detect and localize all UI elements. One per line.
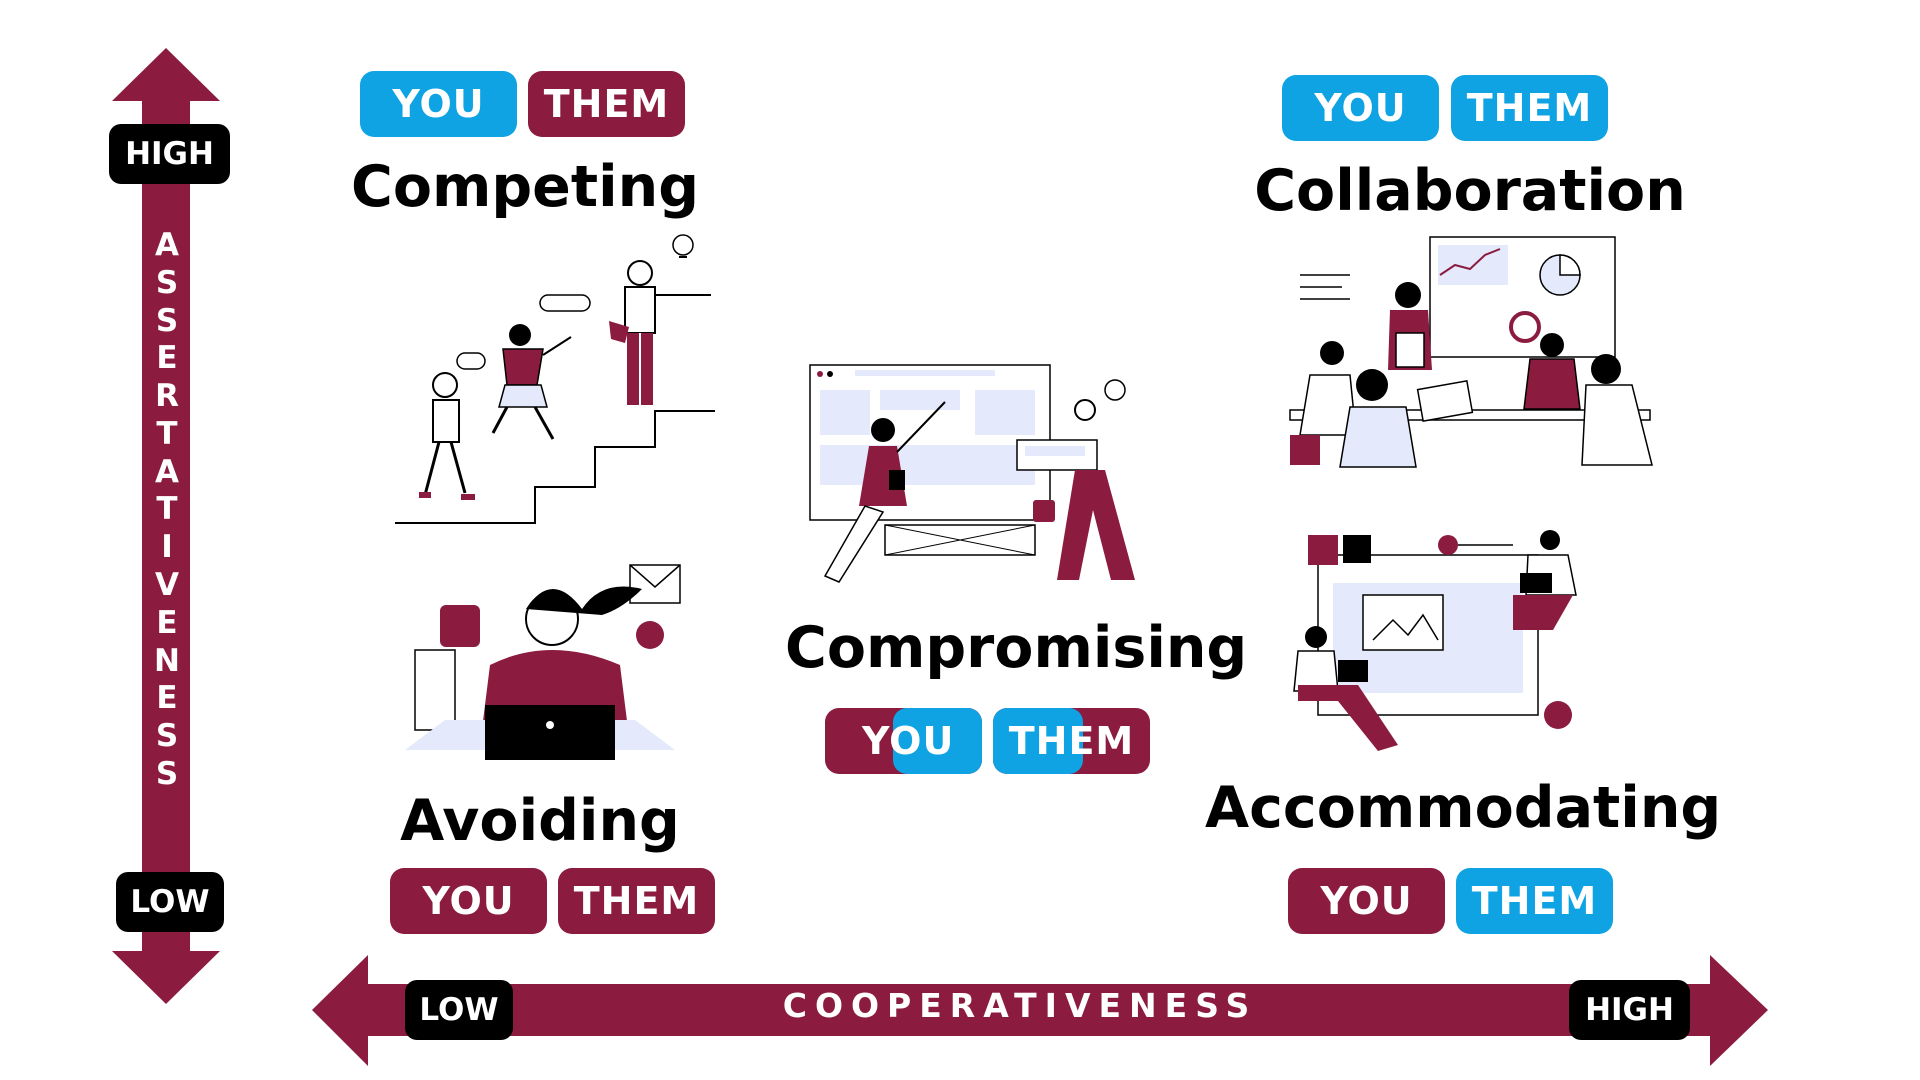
avoiding-title: Avoiding <box>380 788 700 854</box>
compromising-you-pill: YOU <box>825 708 982 774</box>
compromising-them-pill: THEM <box>993 708 1150 774</box>
website-builders-illustration <box>805 360 1165 600</box>
competing-title: Competing <box>350 154 700 220</box>
accommodating-title: Accommodating <box>1205 775 1665 841</box>
collaboration-you-pill: YOU <box>1282 75 1439 141</box>
accommodating-them-pill: THEM <box>1456 868 1613 934</box>
collaboration-title: Collaboration <box>1250 158 1690 224</box>
avoiding-them-pill: THEM <box>558 868 715 934</box>
cooperativeness-axis-label: COOPERATIVENESS <box>700 986 1340 1025</box>
competing-them-pill: THEM <box>528 71 685 137</box>
staircase-race-illustration <box>395 225 725 525</box>
cooperativeness-low-tag: LOW <box>405 980 513 1040</box>
compromising-title: Compromising <box>785 615 1205 681</box>
competing-you-pill: YOU <box>360 71 517 137</box>
accommodating-you-pill: YOU <box>1288 868 1445 934</box>
remote-desk-illustration <box>1268 525 1628 760</box>
stressed-laptop-illustration <box>410 555 700 765</box>
collaboration-them-pill: THEM <box>1451 75 1608 141</box>
avoiding-you-pill: YOU <box>390 868 547 934</box>
cooperativeness-high-tag: HIGH <box>1569 980 1690 1040</box>
team-meeting-illustration <box>1290 235 1670 495</box>
